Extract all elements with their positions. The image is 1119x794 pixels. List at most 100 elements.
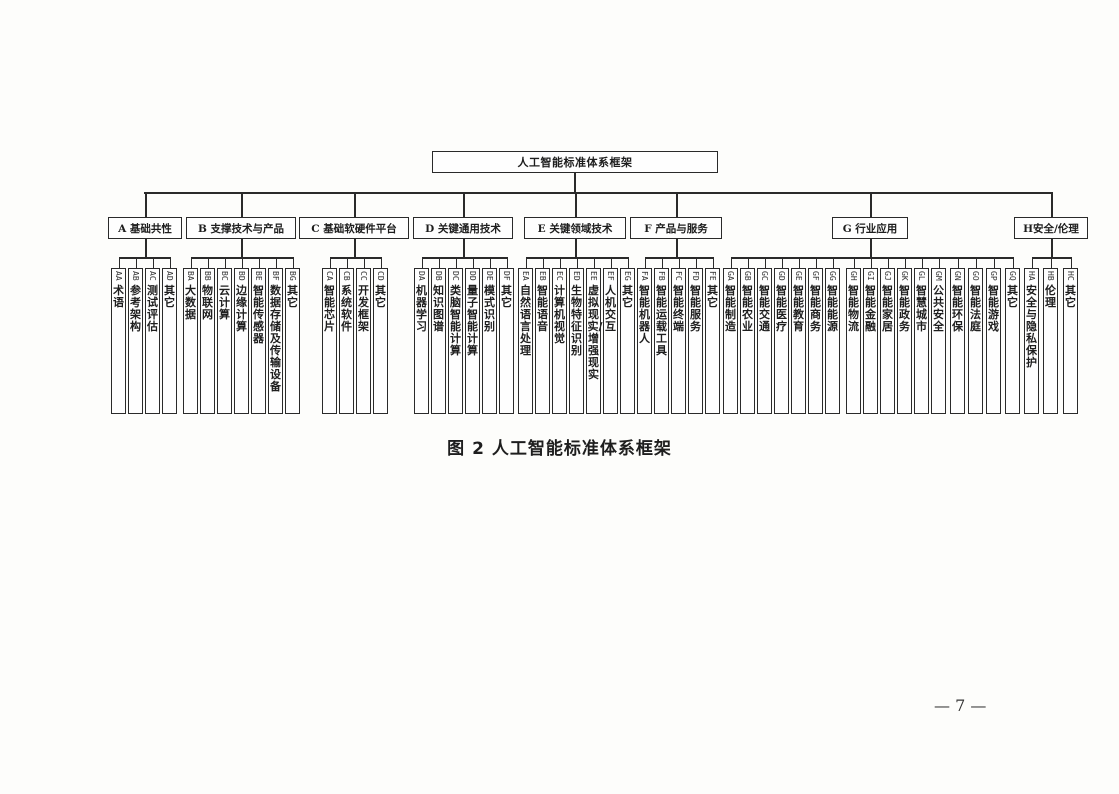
category-stem-line <box>241 239 243 257</box>
leaf-label: 物联网 <box>202 283 213 321</box>
leaf-code: EE <box>589 271 598 281</box>
leaf-label: 智能语音 <box>537 283 548 333</box>
category-stem-line <box>870 239 872 257</box>
category-node: C 基础软硬件平台 <box>299 217 409 239</box>
leaf-code: GG <box>828 271 837 281</box>
leaf-drop-line <box>380 257 383 268</box>
leaf-drop-line <box>781 257 784 268</box>
leaf-label: 智能交通 <box>759 283 770 333</box>
leaf-label: 人机交互 <box>605 283 616 333</box>
leaf-node: AA 术语 <box>111 268 126 414</box>
leaf-label: 智能环保 <box>952 283 963 333</box>
root-label: 人工智能标准体系框架 <box>517 156 633 169</box>
leaf-drop-line <box>764 257 767 268</box>
leaf-code: AA <box>114 271 123 281</box>
leaf-label: 智能游戏 <box>988 283 999 333</box>
leaf-label: 其它 <box>1065 283 1076 309</box>
leaf-code: GH <box>849 271 858 281</box>
leaf-node: CC 开发框架 <box>356 268 371 414</box>
leaf-code: DC <box>451 271 460 281</box>
leaf-drop-line <box>152 257 155 268</box>
leaf-drop-line <box>993 257 996 268</box>
leaf-code: FA <box>640 271 649 281</box>
category-label: G 行业应用 <box>842 222 898 235</box>
leaf-drop-line <box>489 257 492 268</box>
category-drop-line <box>1051 192 1053 217</box>
category-label: E 关键领域技术 <box>537 222 613 235</box>
leaf-code: BA <box>186 271 195 281</box>
leaf-code: GE <box>794 271 803 281</box>
leaf-drop-line <box>576 257 579 268</box>
leaf-label: 量子智能计算 <box>467 283 478 357</box>
leaf-code: CC <box>359 271 368 281</box>
leaf-drop-line <box>275 257 278 268</box>
leaf-drop-line <box>135 257 138 268</box>
leaf-drop-line <box>938 257 941 268</box>
category-drop-line <box>870 192 872 217</box>
leaf-label: 类脑智能计算 <box>450 283 461 357</box>
leaf-drop-line <box>346 257 349 268</box>
leaf-drop-line <box>593 257 596 268</box>
leaf-drop-line <box>118 257 121 268</box>
page-number: — 7 — <box>934 696 987 715</box>
leaf-label: 生物特征识别 <box>571 283 582 357</box>
leaf-drop-line <box>207 257 210 268</box>
leaf-drop-line <box>363 257 366 268</box>
leaf-label: 智慧城市 <box>916 283 927 333</box>
leaf-code: DE <box>485 271 494 281</box>
figure-caption: 图 2 人工智能标准体系框架 <box>447 439 672 459</box>
leaf-label: 其它 <box>622 283 633 309</box>
leaf-label: 智能农业 <box>742 283 753 333</box>
leaf-drop-line <box>1050 257 1053 268</box>
leaf-label: 开发框架 <box>358 283 369 333</box>
category-drop-line <box>145 192 147 217</box>
leaf-code: FC <box>674 271 683 281</box>
leaf-label: 其它 <box>375 283 386 309</box>
leaf-label: 公共安全 <box>933 283 944 333</box>
leaf-label: 智能法庭 <box>970 283 981 333</box>
leaf-code: BG <box>288 271 297 281</box>
leaf-code: EA <box>521 271 530 281</box>
category-drop-line <box>463 192 465 217</box>
category-node: A 基础共性 <box>108 217 182 239</box>
leaf-label: 模式识别 <box>484 283 495 333</box>
leaf-code: BE <box>254 271 263 281</box>
category-node: B 支撑技术与产品 <box>186 217 296 239</box>
root-connector <box>574 173 576 193</box>
category-label: F 产品与服务 <box>644 222 708 235</box>
category-label: B 支撑技术与产品 <box>197 222 285 235</box>
leaf-drop-line <box>832 257 835 268</box>
leaf-code: GL <box>917 271 926 281</box>
leaf-node: DC 类脑智能计算 <box>448 268 463 414</box>
leaf-code: GJ <box>883 271 892 281</box>
leaf-label: 其它 <box>287 283 298 309</box>
leaf-drop-line <box>190 257 193 268</box>
leaf-label: 术语 <box>113 283 124 309</box>
leaf-label: 机器学习 <box>416 283 427 333</box>
leaf-drop-line <box>241 257 244 268</box>
leaf-code: AC <box>148 271 157 281</box>
leaf-label: 其它 <box>501 283 512 309</box>
leaf-drop-line <box>730 257 733 268</box>
leaf-code: CB <box>342 271 351 281</box>
leaf-code: ED <box>572 271 581 281</box>
leaf-drop-line <box>678 257 681 268</box>
leaf-code: FB <box>657 271 666 281</box>
